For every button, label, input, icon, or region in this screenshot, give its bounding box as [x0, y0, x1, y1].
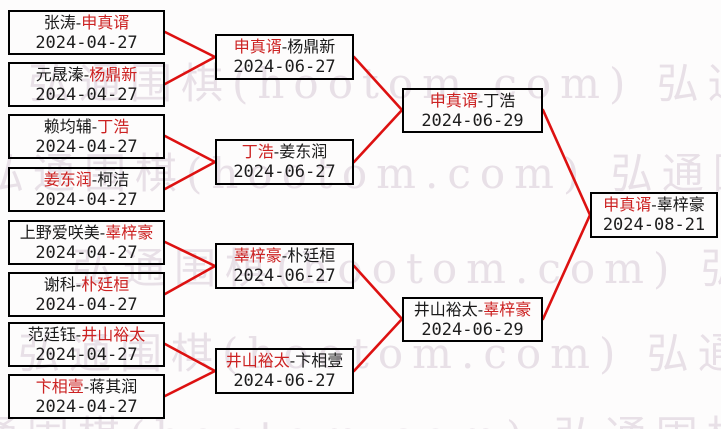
- player2-name: 朴廷桓: [81, 274, 130, 294]
- player2-name: 辜梓豪: [483, 299, 532, 319]
- player2-name: 丁浩: [483, 90, 516, 110]
- vs-dash: -: [75, 324, 82, 344]
- player1-name: 卞相壹: [35, 376, 84, 396]
- player1-name: 赖均辅: [43, 116, 92, 136]
- match-box: 卞相壹-蒋其润 2024-04-27: [8, 374, 165, 419]
- player1-name: 谢科: [43, 274, 76, 294]
- vs-dash: -: [75, 12, 82, 32]
- player2-name: 井山裕太: [81, 324, 146, 344]
- match-date: 2024-04-27: [35, 242, 138, 263]
- match-date: 2024-06-27: [233, 266, 336, 286]
- match-box: 元晟溱-杨鼎新 2024-04-27: [8, 62, 165, 107]
- match-names: 辜梓豪-朴廷桓: [234, 245, 335, 266]
- match-box: 井山裕太-卞相壹 2024-06-27: [215, 348, 354, 394]
- vs-dash: -: [273, 142, 280, 161]
- match-box: 申真谞-辜梓豪 2024-08-21: [590, 192, 718, 238]
- match-date: 2024-04-27: [35, 396, 138, 417]
- vs-dash: -: [651, 195, 657, 214]
- match-names: 上野爱咲美-辜梓豪: [20, 222, 153, 243]
- match-names: 申真谞-杨鼎新: [234, 36, 335, 57]
- match-box: 范廷钰-井山裕太 2024-04-27: [8, 322, 165, 367]
- match-box: 上野爱咲美-辜梓豪 2024-04-27: [8, 220, 165, 265]
- match-box: 申真谞-丁浩 2024-06-29: [402, 88, 543, 133]
- vs-dash: -: [99, 222, 106, 242]
- match-date: 2024-04-27: [35, 84, 138, 105]
- player2-name: 柯洁: [97, 169, 130, 189]
- player1-name: 井山裕太: [225, 351, 290, 370]
- player2-name: 朴廷桓: [287, 246, 336, 265]
- vs-dash: -: [91, 116, 98, 136]
- match-date: 2024-08-21: [602, 215, 706, 235]
- vs-dash: -: [477, 299, 484, 319]
- match-date: 2024-04-27: [35, 294, 138, 315]
- match-names: 丁浩-姜东润: [242, 141, 327, 162]
- player2-name: 丁浩: [97, 116, 130, 136]
- vs-dash: -: [281, 246, 288, 265]
- player1-name: 井山裕太: [413, 299, 478, 319]
- match-date: 2024-06-27: [233, 162, 336, 182]
- match-box: 井山裕太-辜梓豪 2024-06-29: [402, 297, 543, 342]
- player2-name: 辜梓豪: [105, 222, 154, 242]
- match-names: 姜东润-柯洁: [44, 169, 129, 190]
- player2-name: 蒋其润: [89, 376, 138, 396]
- match-box: 谢科-朴廷桓 2024-04-27: [8, 272, 165, 317]
- vs-dash: -: [289, 351, 296, 370]
- match-names: 赖均辅-丁浩: [44, 116, 129, 137]
- match-names: 元晟溱-杨鼎新: [36, 64, 137, 85]
- match-date: 2024-04-27: [35, 136, 138, 157]
- player1-name: 辜梓豪: [233, 246, 282, 265]
- player1-name: 元晟溱: [35, 64, 84, 84]
- player2-name: 辜梓豪: [656, 195, 705, 214]
- player2-name: 姜东润: [279, 142, 328, 161]
- match-date: 2024-06-27: [233, 57, 336, 77]
- player2-name: 杨鼎新: [287, 37, 336, 56]
- match-date: 2024-06-27: [233, 371, 336, 391]
- match-box: 赖均辅-丁浩 2024-04-27: [8, 114, 165, 159]
- match-box: 申真谞-杨鼎新 2024-06-27: [215, 34, 354, 80]
- vs-dash: -: [83, 64, 90, 84]
- match-date: 2024-06-29: [421, 319, 524, 340]
- match-names: 井山裕太-辜梓豪: [414, 299, 531, 320]
- match-date: 2024-06-29: [421, 110, 524, 131]
- match-names: 卞相壹-蒋其润: [36, 376, 137, 397]
- vs-dash: -: [91, 169, 98, 189]
- player2-name: 卞相壹: [295, 351, 344, 370]
- vs-dash: -: [281, 37, 288, 56]
- match-names: 申真谞-丁浩: [430, 90, 515, 111]
- match-names: 井山裕太-卞相壹: [226, 350, 343, 371]
- player1-name: 申真谞: [603, 195, 652, 214]
- player2-name: 杨鼎新: [89, 64, 138, 84]
- vs-dash: -: [75, 274, 82, 294]
- match-names: 范廷钰-井山裕太: [28, 324, 145, 345]
- match-names: 张涛-申真谞: [44, 12, 129, 33]
- vs-dash: -: [83, 376, 90, 396]
- player1-name: 丁浩: [241, 142, 274, 161]
- player1-name: 申真谞: [233, 37, 282, 56]
- match-date: 2024-04-27: [35, 344, 138, 365]
- player1-name: 申真谞: [429, 90, 478, 110]
- player1-name: 姜东润: [43, 169, 92, 189]
- player1-name: 张涛: [43, 12, 76, 32]
- player1-name: 上野爱咲美: [19, 222, 100, 242]
- match-names: 申真谞-辜梓豪: [603, 194, 704, 215]
- match-box: 张涛-申真谞 2024-04-27: [8, 10, 165, 55]
- match-box: 丁浩-姜东润 2024-06-27: [215, 139, 354, 185]
- match-names: 谢科-朴廷桓: [44, 274, 129, 295]
- match-box: 辜梓豪-朴廷桓 2024-06-27: [215, 243, 354, 289]
- vs-dash: -: [477, 90, 484, 110]
- match-date: 2024-04-27: [35, 189, 138, 210]
- match-box: 姜东润-柯洁 2024-04-27: [8, 167, 165, 212]
- match-date: 2024-04-27: [35, 32, 138, 53]
- player1-name: 范廷钰: [27, 324, 76, 344]
- player2-name: 申真谞: [81, 12, 130, 32]
